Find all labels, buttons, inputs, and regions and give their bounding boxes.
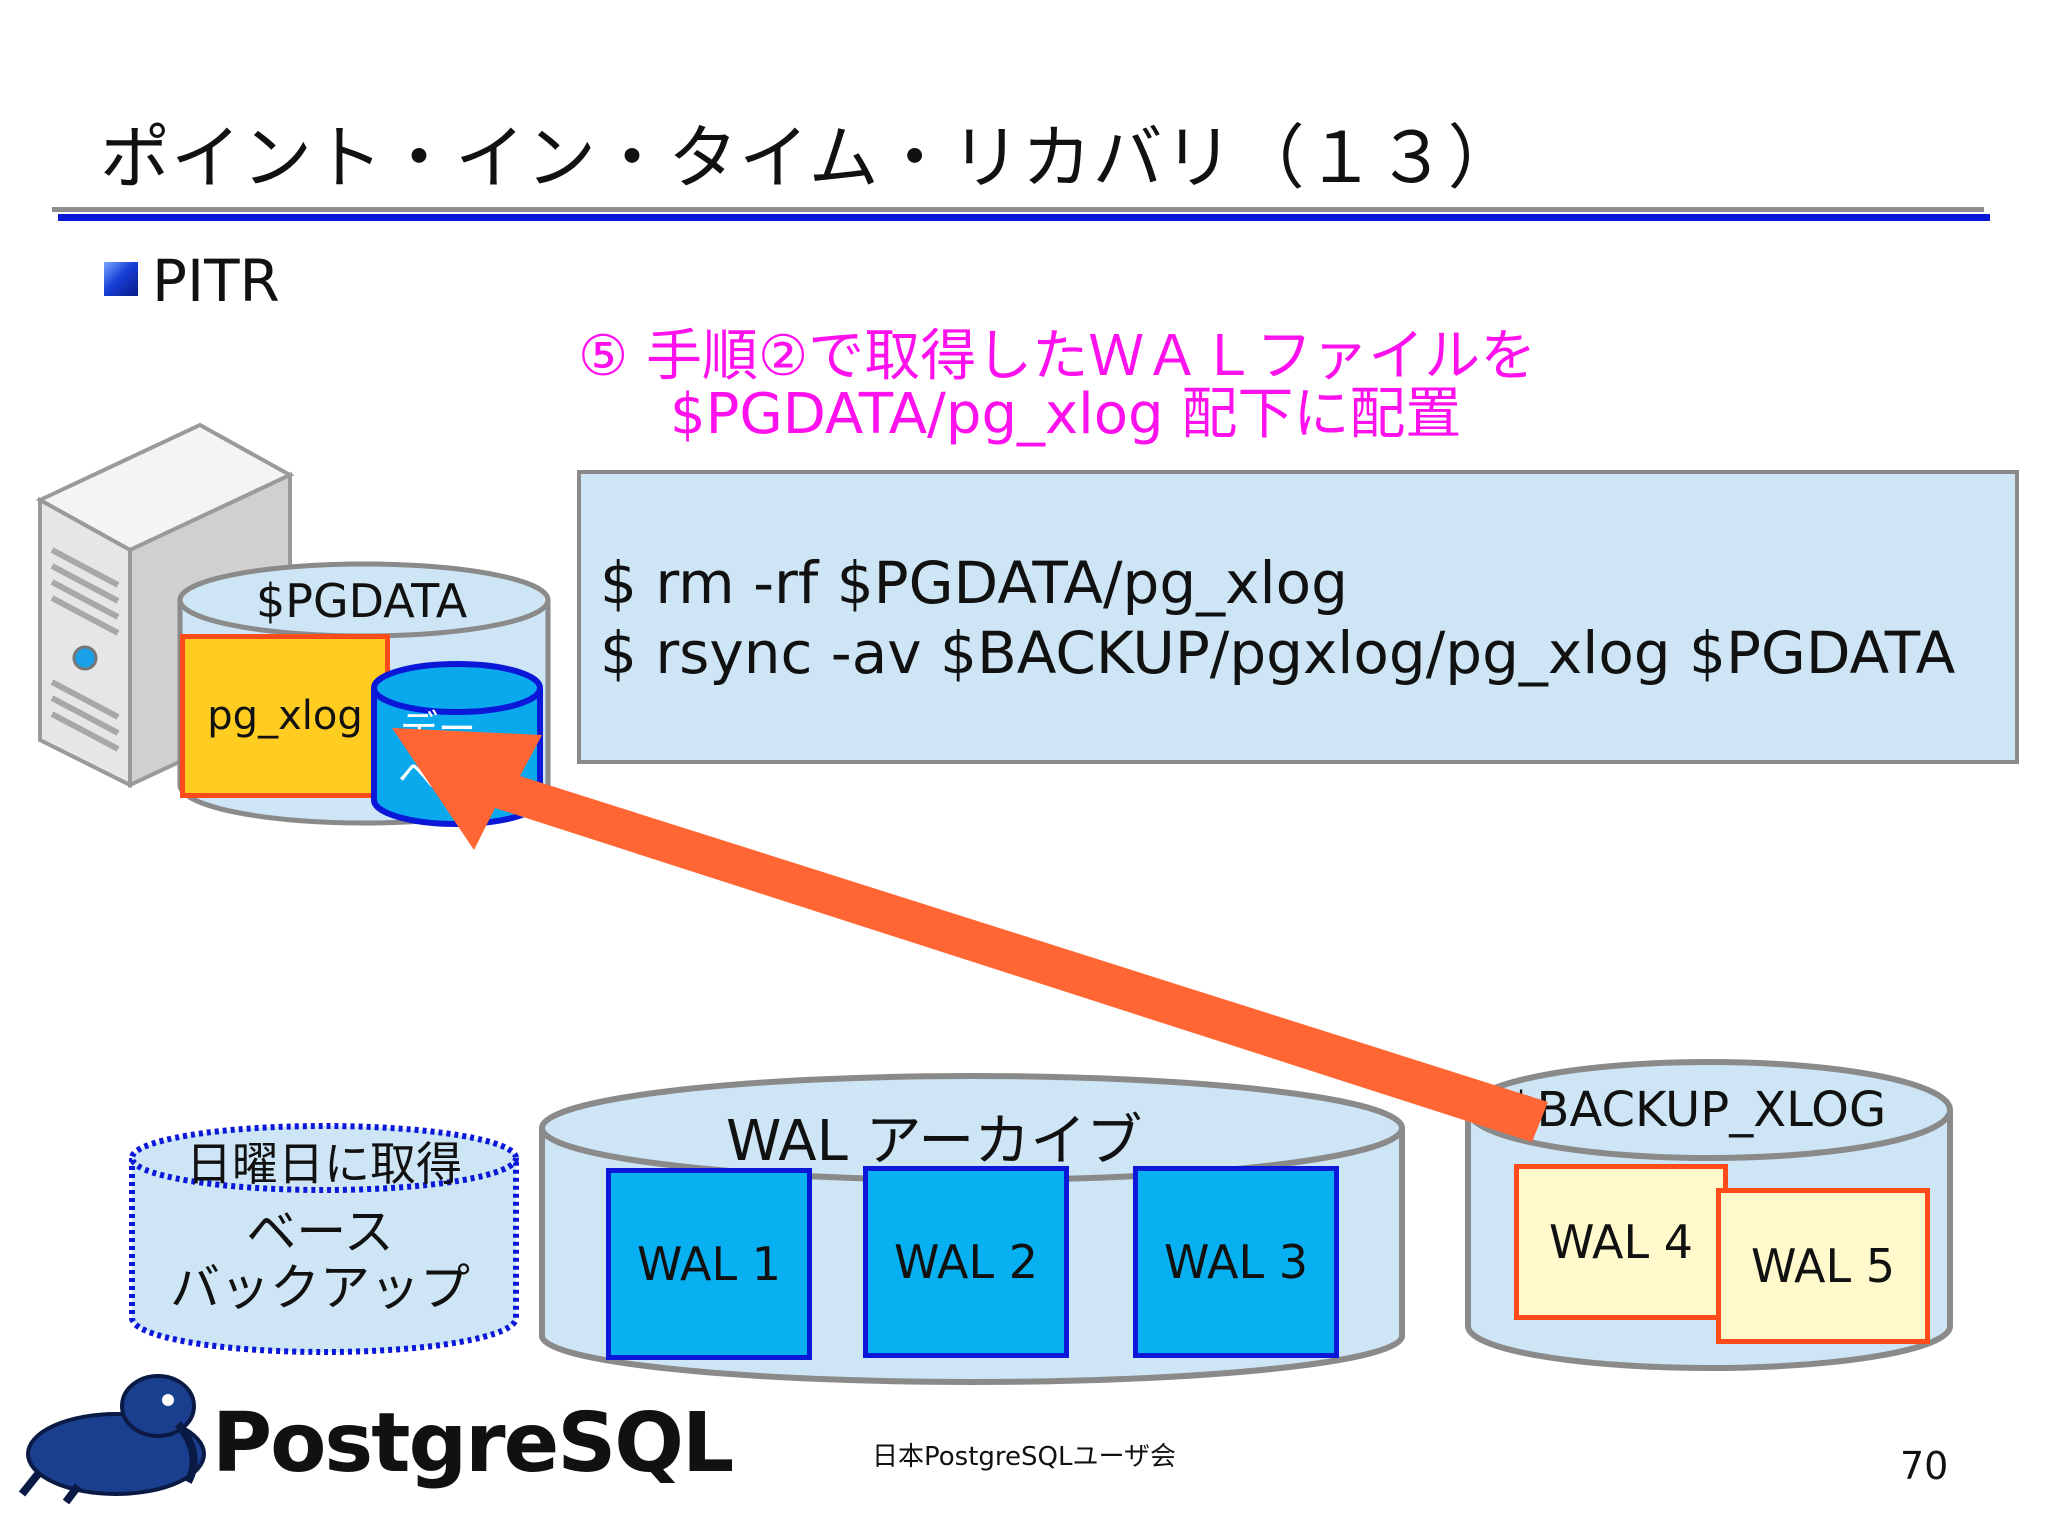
- wal-archive-label: WAL アーカイブ: [726, 1109, 1143, 1174]
- base-backup-line2: バックアップ: [170, 1259, 470, 1317]
- step-note-line2: $PGDATA/pg_xlog 配下に配置: [670, 382, 1462, 447]
- elephant-logo-icon: [18, 1374, 206, 1504]
- wal-file-2-label: WAL 2: [894, 1235, 1038, 1289]
- wal-file-3-label: WAL 3: [1164, 1235, 1308, 1289]
- wal-file-4: WAL 4: [1514, 1164, 1728, 1320]
- page-number: 70: [1900, 1444, 1949, 1488]
- wal-file-5: WAL 5: [1716, 1188, 1930, 1344]
- wal-file-5-label: WAL 5: [1751, 1239, 1895, 1293]
- slide-title: ポイント・イン・タイム・リカバリ（１３）: [100, 117, 1519, 199]
- step-note-line1: ⑤ 手順②で取得したＷＡＬファイルを: [578, 324, 1537, 389]
- wal-file-1: WAL 1: [606, 1168, 812, 1360]
- bullet-square-icon: [104, 262, 138, 296]
- wal-file-2: WAL 2: [863, 1166, 1069, 1358]
- step-note: ⑤ 手順②で取得したＷＡＬファイルを $PGDATA/pg_xlog 配下に配置: [578, 328, 1536, 444]
- base-backup-label: ベース バックアップ: [170, 1204, 470, 1316]
- database-label: デー: [400, 707, 476, 751]
- database-cylinder-icon: デー ベ: [371, 661, 543, 827]
- svg-text:ベ: ベ: [398, 753, 436, 797]
- pgxlog-label: pg_xlog: [207, 693, 363, 739]
- command-line-rsync: $ rsync -av $BACKUP/pgxlog/pg_xlog $PGDA…: [600, 619, 1956, 687]
- wal-file-1-label: WAL 1: [637, 1237, 781, 1291]
- base-backup-cylinder: [129, 1123, 519, 1355]
- wal-file-3: WAL 3: [1133, 1166, 1339, 1358]
- bullet-text: PITR: [152, 247, 280, 315]
- title-underline-shadow: [52, 207, 1984, 212]
- base-backup-line1: ベース: [246, 1203, 394, 1261]
- command-box: [577, 470, 2019, 764]
- backup-xlog-label: $BACKUP_XLOG: [1506, 1082, 1887, 1138]
- command-text: $ rm -rf $PGDATA/pg_xlog $ rsync -av $BA…: [600, 548, 1955, 688]
- footer-organization: 日本PostgreSQLユーザ会: [872, 1442, 1176, 1472]
- postgresql-logo-text: PostgreSQL: [212, 1396, 734, 1491]
- title-underline: [58, 214, 1990, 221]
- base-backup-date: 日曜日に取得: [186, 1137, 462, 1191]
- pgxlog-folder: pg_xlog: [180, 634, 390, 798]
- pgdata-label: $PGDATA: [256, 574, 468, 628]
- command-line-rm: $ rm -rf $PGDATA/pg_xlog: [600, 549, 1348, 617]
- wal-file-4-label: WAL 4: [1549, 1215, 1693, 1269]
